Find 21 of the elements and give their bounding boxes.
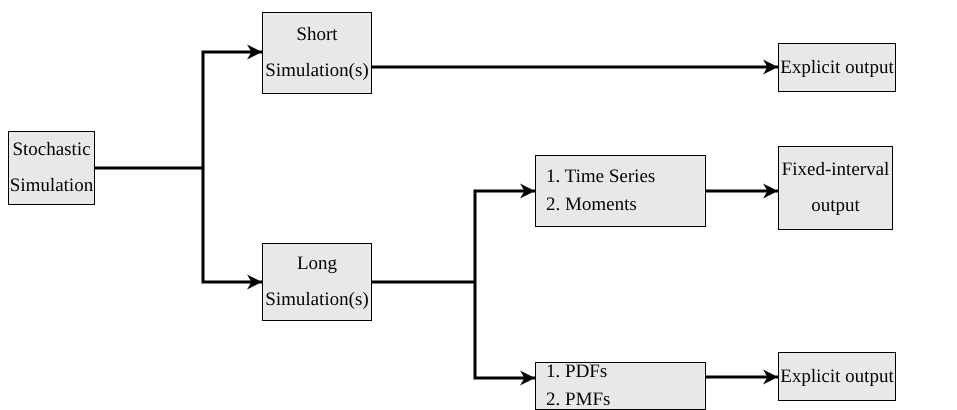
- node-label: Explicit output: [780, 56, 894, 80]
- node-label: Long Simulation(s): [264, 252, 370, 312]
- node-label: Stochastic Simulation: [9, 138, 94, 198]
- process-box: [535, 155, 706, 227]
- arrow: [372, 60, 778, 74]
- node-label: Fixed-interval output: [780, 158, 890, 218]
- node-label: Explicit output: [780, 364, 894, 388]
- arrow: [706, 184, 778, 198]
- process-box: [8, 131, 95, 205]
- node-label: 2. Moments: [546, 193, 637, 217]
- process-box: [262, 12, 372, 94]
- node-label: 2. PMFs: [546, 388, 610, 410]
- process-box: [262, 243, 372, 321]
- process-box: [535, 362, 706, 410]
- arrow: [706, 370, 778, 384]
- node-label: 1. Time Series: [546, 165, 656, 189]
- node-label: Short Simulation(s): [264, 23, 370, 83]
- node-label: 1. PDFs: [546, 360, 608, 384]
- process-box: [778, 146, 893, 230]
- process-box: [778, 43, 896, 92]
- process-box: [778, 352, 896, 401]
